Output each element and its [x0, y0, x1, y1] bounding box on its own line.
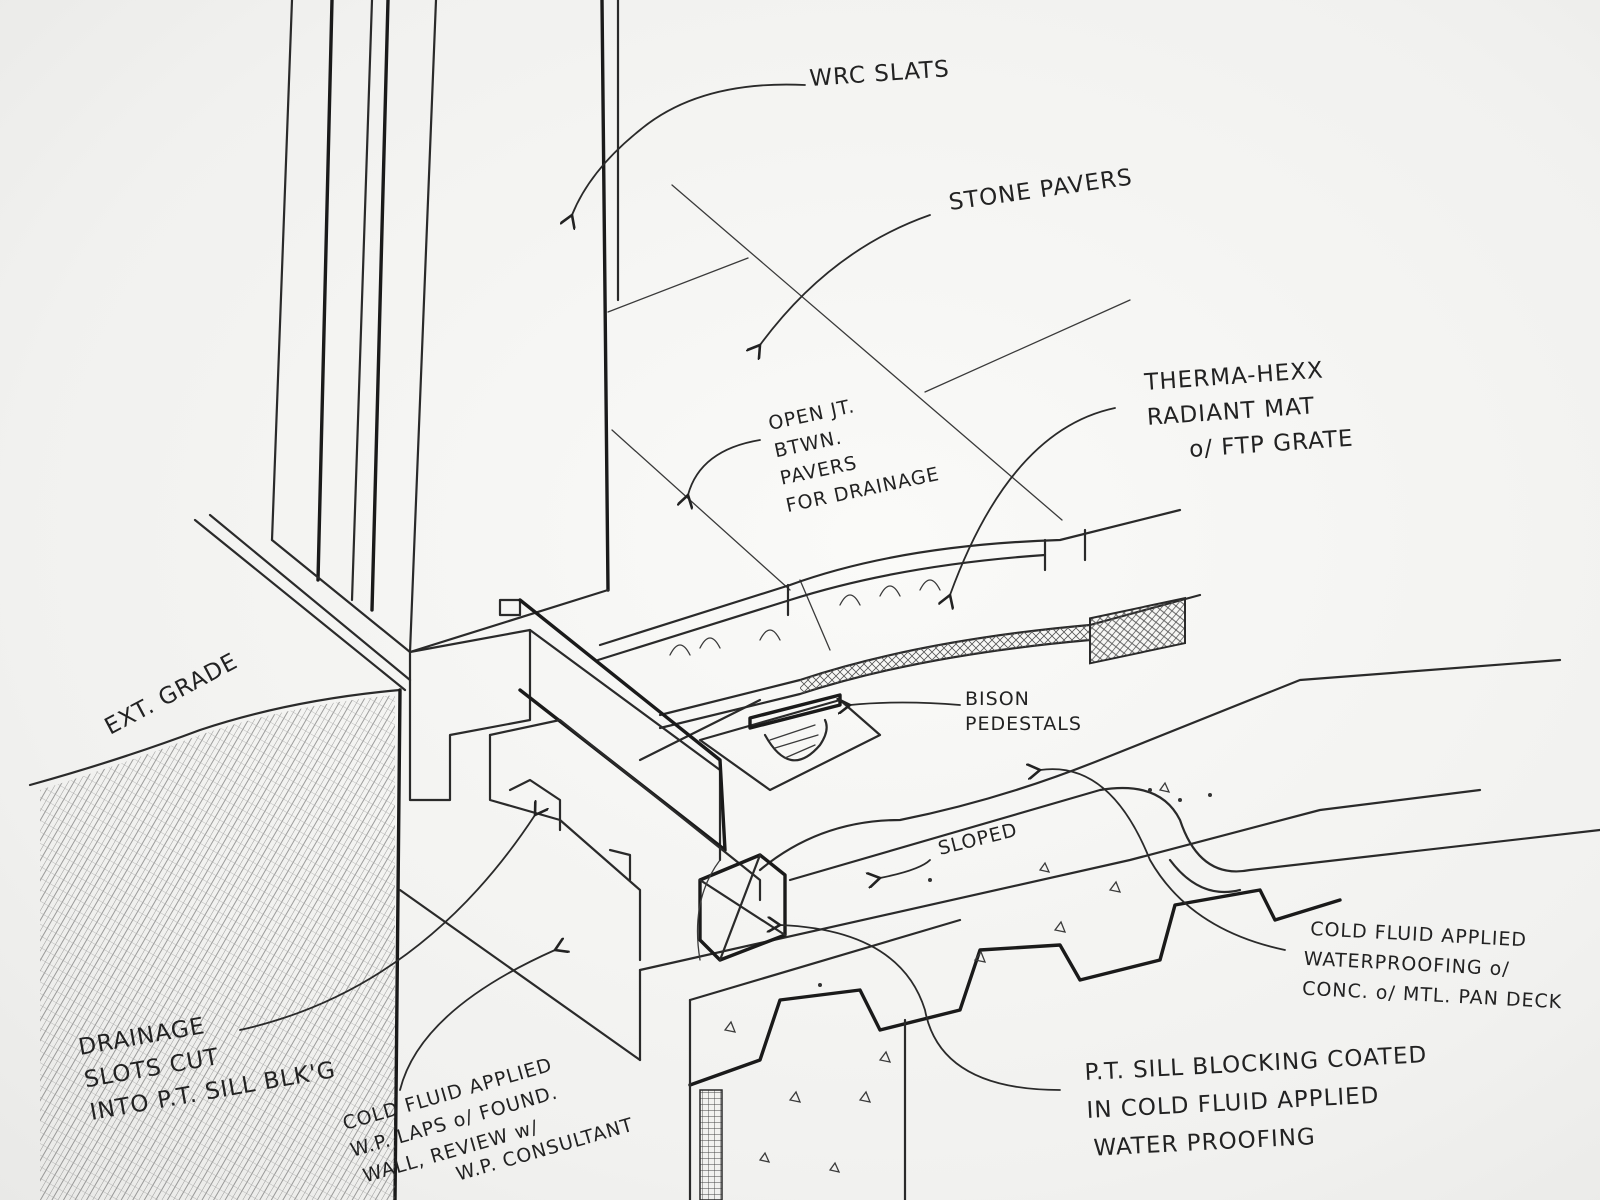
label-wrc-slats: WRC SLATS	[809, 56, 951, 92]
label-radiant-mat-2: RADIANT MAT	[1146, 393, 1316, 431]
label-cold-fluid-deck-1: COLD FLUID APPLIED	[1310, 918, 1528, 951]
waterproofing-slab	[638, 658, 1600, 894]
pt-sill-blocking	[408, 598, 787, 962]
label-stone-pavers: STONE PAVERS	[947, 164, 1134, 216]
label-radiant-mat-1: THERMA-HEXX	[1143, 358, 1325, 397]
exterior-grade	[28, 513, 642, 1200]
label-radiant-mat-3: o/ FTP GRATE	[1188, 426, 1354, 463]
label-pt-sill-1: P.T. SILL BLOCKING COATED	[1084, 1042, 1428, 1086]
label-cold-fluid-deck-2: WATERPROOFING o/	[1303, 948, 1510, 981]
bison-pedestal	[698, 693, 882, 792]
label-open-joint-1: OPEN JT.	[766, 395, 856, 435]
stone-pavers	[596, 184, 1182, 662]
label-ext-grade: EXT. GRADE	[101, 648, 243, 740]
wrc-slats	[270, 0, 620, 654]
leaders	[239, 83, 1286, 1091]
label-pt-sill-2: IN COLD FLUID APPLIED	[1086, 1083, 1380, 1124]
label-pt-sill-3: WATER PROOFING	[1093, 1124, 1316, 1162]
label-bison-1: BISON	[965, 688, 1030, 710]
label-cold-fluid-deck-3: CONC. o/ MTL. PAN DECK	[1302, 978, 1563, 1014]
label-bison-2: PEDESTALS	[965, 713, 1082, 735]
radiant-mat	[658, 593, 1202, 730]
concrete-deck	[638, 781, 1482, 1200]
